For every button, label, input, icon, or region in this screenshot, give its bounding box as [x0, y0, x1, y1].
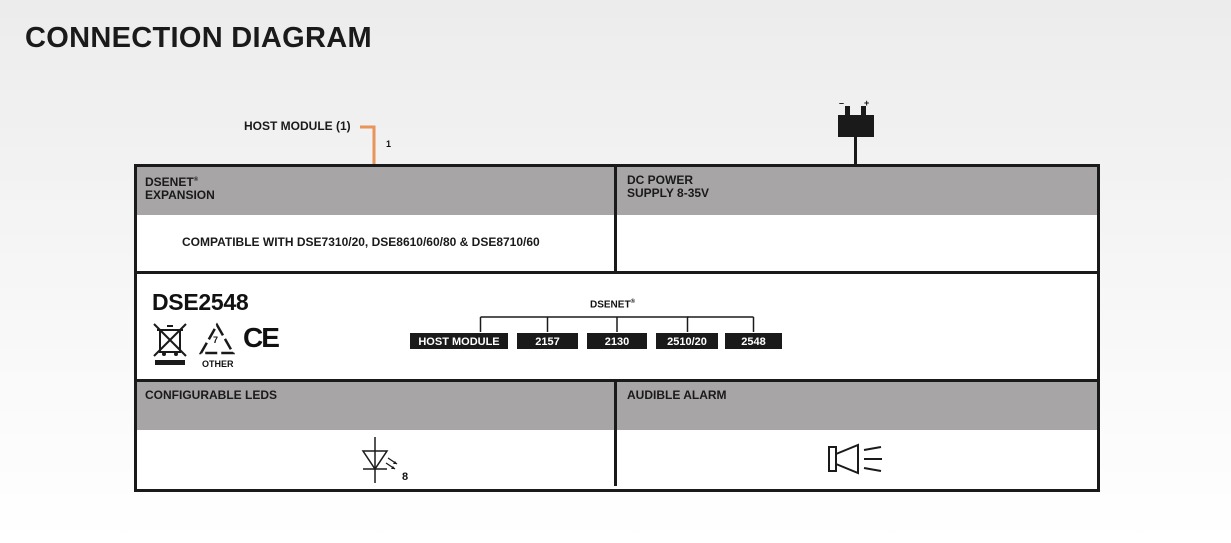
sounder-icon — [828, 443, 882, 475]
led-count: 8 — [402, 471, 409, 483]
bus-node-2157: 2157 — [516, 332, 579, 350]
weee-bin-icon — [153, 323, 187, 365]
dsenet-bus-title: DSENET® — [590, 299, 635, 311]
dsenet-bus-lines — [479, 316, 755, 332]
bus-node-host-module: HOST MODULE — [409, 332, 509, 350]
dsenet-expansion-title: DSENET® EXPANSION — [145, 175, 215, 202]
audible-alarm-title: AUDIBLE ALARM — [627, 388, 727, 402]
host-module-label: HOST MODULE (1) — [244, 119, 351, 133]
dsenet-expansion-header — [137, 167, 614, 215]
configurable-leds-title: CONFIGURABLE LEDS — [145, 388, 277, 402]
audible-alarm-header — [617, 382, 1097, 430]
dc-power-header — [617, 167, 1097, 215]
recycle-number: 7 — [213, 335, 219, 345]
bus-node-2548: 2548 — [724, 332, 783, 350]
bus-node-2130: 2130 — [586, 332, 648, 350]
divider-h2 — [137, 379, 1097, 382]
led-icon — [361, 437, 398, 483]
configurable-leds-header — [137, 382, 614, 430]
divider-h1 — [137, 271, 1097, 274]
divider-top — [614, 167, 617, 271]
battery-minus: – — [839, 98, 845, 108]
host-wire — [360, 125, 376, 166]
battery-plus: + — [864, 98, 870, 108]
battery-icon — [838, 106, 874, 165]
compatibility-text: COMPATIBLE WITH DSE7310/20, DSE8610/60/8… — [182, 235, 540, 249]
page-title: CONNECTION DIAGRAM — [25, 22, 372, 54]
host-pin-number: 1 — [386, 139, 392, 149]
recycle-label: OTHER — [202, 359, 234, 369]
recycle-icon — [198, 322, 236, 355]
bus-node-2510-20: 2510/20 — [655, 332, 719, 350]
ce-mark: CE — [243, 322, 280, 353]
divider-bottom — [614, 379, 617, 486]
dc-power-title: DC POWER SUPPLY 8-35V — [627, 173, 710, 200]
model-name: DSE2548 — [152, 289, 249, 315]
